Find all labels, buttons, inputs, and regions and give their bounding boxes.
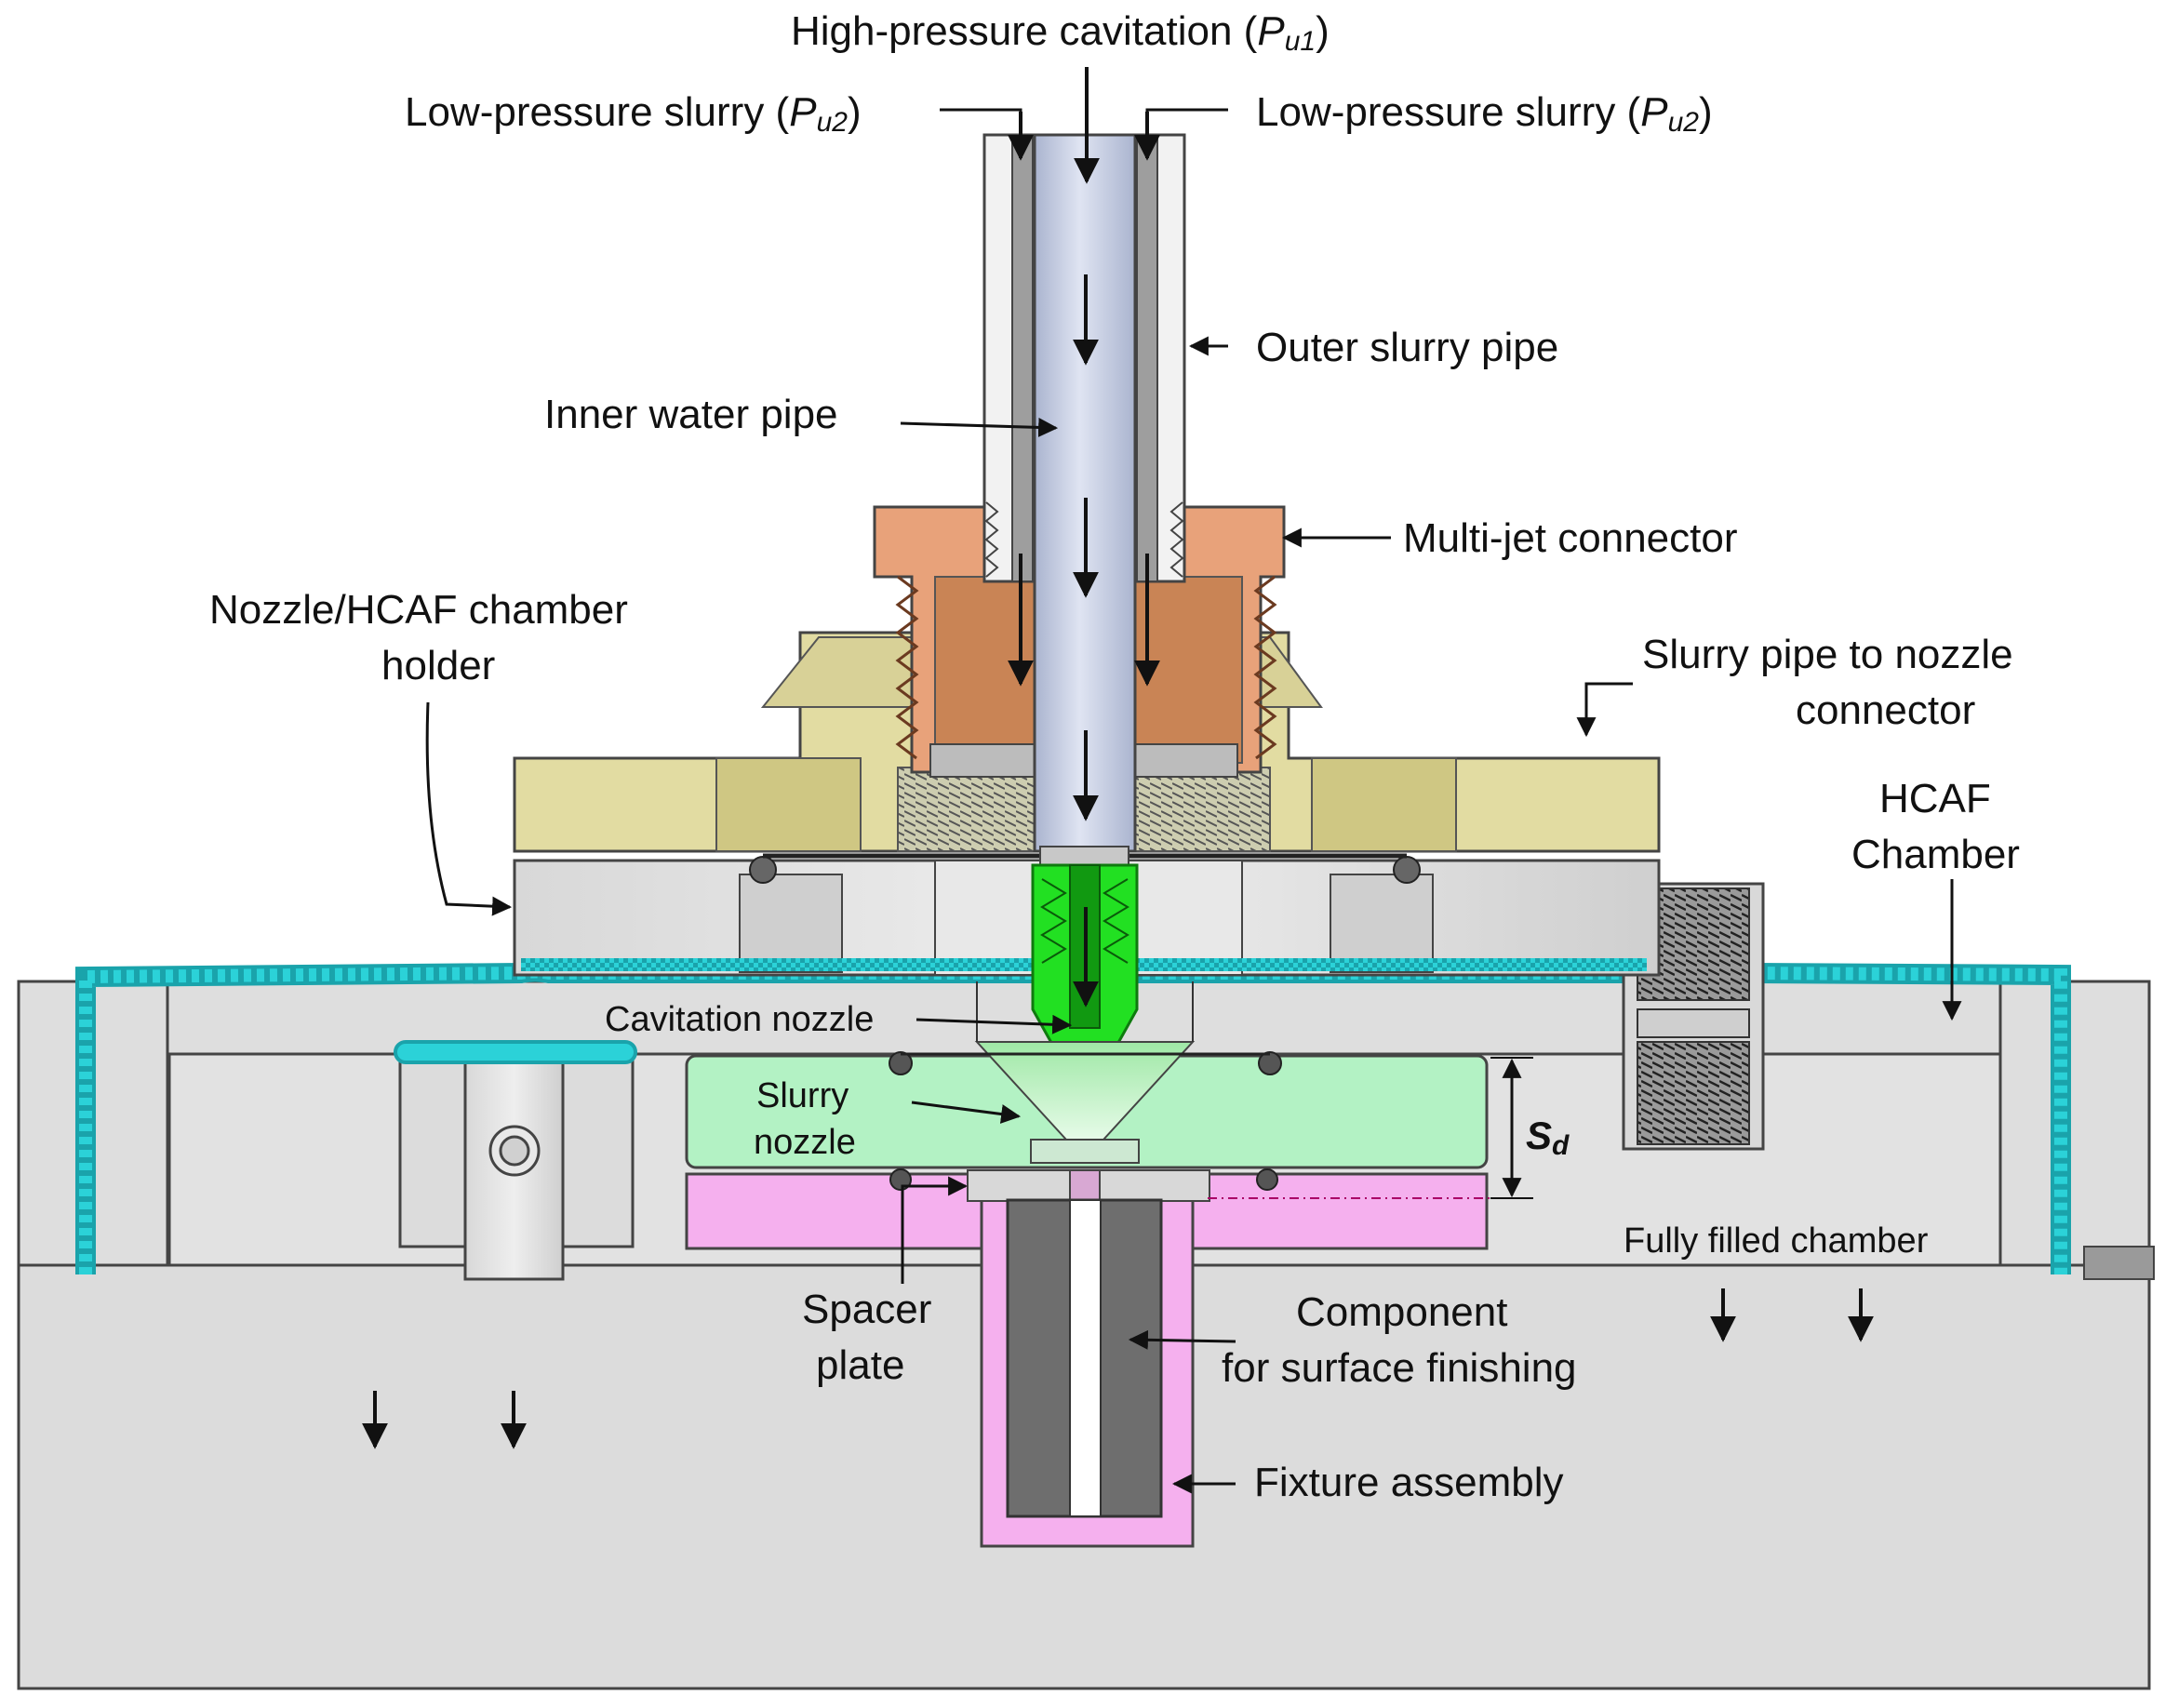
label-spacer-line1: Spacer: [802, 1287, 931, 1332]
label-hcaf-line2: Chamber: [1851, 832, 2020, 877]
label-slurry-connector-line1: Slurry pipe to nozzle: [1642, 632, 2013, 677]
label-multi-jet-connector: Multi-jet connector: [1403, 515, 1737, 561]
label-sd: Sd: [1526, 1114, 1570, 1161]
label-slurry-connector-line2: connector: [1796, 687, 1975, 733]
label-component-line2: for surface finishing: [1222, 1345, 1577, 1391]
label-low-pressure-left: Low-pressure slurry (Pu2): [405, 89, 862, 138]
label-cavitation-nozzle: Cavitation nozzle: [605, 1000, 874, 1039]
component: [1006, 1198, 1163, 1518]
label-holder-line2: holder: [381, 643, 495, 688]
label-spacer-line2: plate: [816, 1342, 904, 1388]
label-low-pressure-right: Low-pressure slurry (Pu2): [1256, 89, 1713, 138]
label-slurry-nozzle-line2: nozzle: [754, 1123, 856, 1162]
label-high-pressure: High-pressure cavitation (Pu1): [791, 8, 1330, 57]
leader-lines: [425, 108, 1962, 1494]
slurry-nozzle: [685, 981, 1489, 1169]
label-fully-filled-chamber: Fully filled chamber: [1624, 1221, 1929, 1261]
label-fixture-assembly: Fixture assembly: [1254, 1460, 1564, 1505]
label-component-line1: Component: [1296, 1289, 1507, 1335]
label-hcaf-line1: HCAF: [1879, 776, 1991, 821]
label-inner-water-pipe: Inner water pipe: [544, 392, 838, 437]
label-holder-line1: Nozzle/HCAF chamber: [209, 587, 628, 633]
label-outer-slurry-pipe: Outer slurry pipe: [1256, 325, 1558, 370]
chamber-inlet-port: [394, 1040, 637, 1281]
label-slurry-nozzle-line1: Slurry: [756, 1076, 849, 1115]
sd-dimension: [1490, 1057, 1533, 1199]
